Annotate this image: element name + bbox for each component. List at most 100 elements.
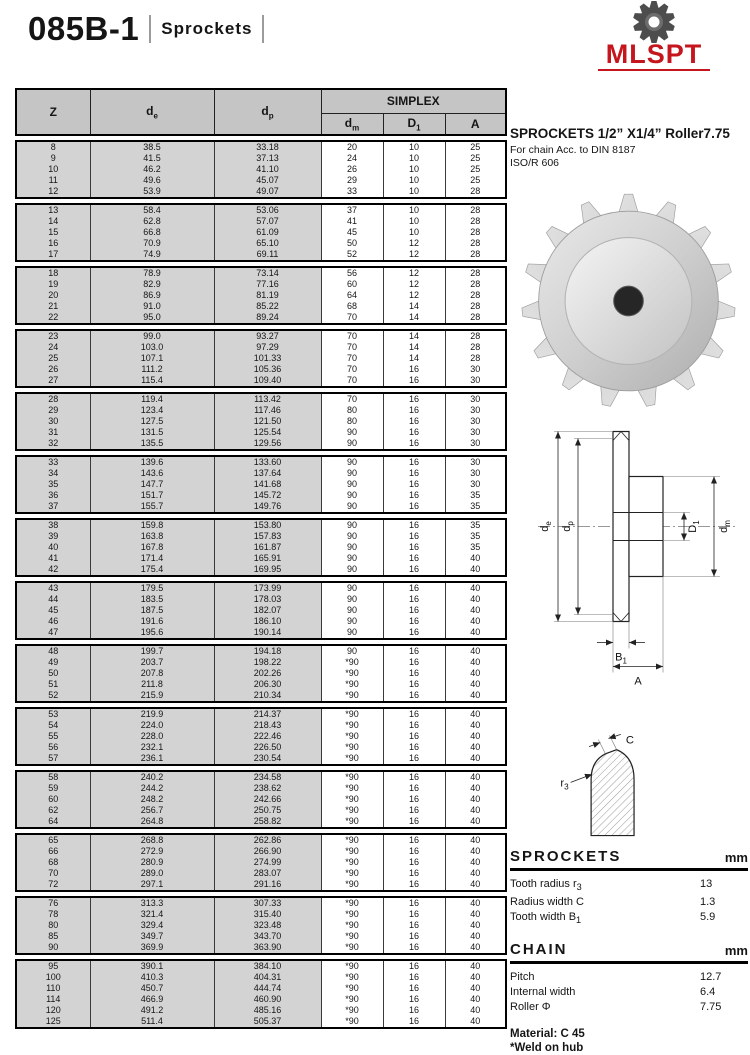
table-cell: 40: [445, 708, 506, 720]
table-cell: 234.58: [214, 771, 321, 783]
table-cell: 70: [16, 868, 90, 879]
table-cell: 16: [383, 479, 445, 490]
spec-value: 5.9: [700, 910, 748, 928]
col-header-dm: dm: [321, 113, 383, 135]
table-cell: 121.50: [214, 416, 321, 427]
table-cell: 10: [383, 227, 445, 238]
table-cell: 97.29: [214, 342, 321, 353]
table-cell: 40: [445, 960, 506, 972]
table-cell: 40: [445, 846, 506, 857]
table-cell: 41: [321, 216, 383, 227]
table-cell: 167.8: [90, 542, 214, 553]
table-cell: 16: [383, 720, 445, 731]
table-cell: 17: [16, 249, 90, 261]
table-cell: *90: [321, 868, 383, 879]
table-cell: 105.36: [214, 364, 321, 375]
table-cell: 214.37: [214, 708, 321, 720]
page-title: 085B-1 Sprockets: [28, 10, 264, 48]
table-cell: 93.27: [214, 330, 321, 342]
table-cell: 82.9: [90, 279, 214, 290]
table-cell: 40: [445, 794, 506, 805]
chain-spec-unit: mm: [725, 943, 748, 958]
table-cell: 26: [16, 364, 90, 375]
table-cell: 56: [321, 267, 383, 279]
table-cell: 410.3: [90, 972, 214, 983]
table-cell: 20: [16, 290, 90, 301]
table-cell: 10: [383, 175, 445, 186]
table-cell: 77.16: [214, 279, 321, 290]
table-cell: 30: [445, 393, 506, 405]
table-cell: 16: [383, 783, 445, 794]
table-cell: 199.7: [90, 645, 214, 657]
table-cell: *90: [321, 972, 383, 983]
table-cell: 65: [16, 834, 90, 846]
table-cell: 450.7: [90, 983, 214, 994]
table-cell: 14: [383, 330, 445, 342]
table-cell: 91.0: [90, 301, 214, 312]
table-cell: 16: [383, 416, 445, 427]
divider: [510, 961, 748, 964]
table-cell: 40: [445, 731, 506, 742]
chain-spec-header: CHAIN mm: [510, 941, 748, 958]
table-cell: 40: [445, 582, 506, 594]
table-cell: *90: [321, 942, 383, 954]
table-cell: *90: [321, 994, 383, 1005]
spec-label: Radius width C: [510, 895, 700, 910]
dim-label-dp: dp: [561, 521, 575, 532]
table-cell: 22: [16, 312, 90, 324]
table-cell: 12: [383, 249, 445, 261]
divider: [262, 15, 264, 43]
table-cell: 141.68: [214, 479, 321, 490]
table-cell: 90: [321, 542, 383, 553]
table-cell: 40: [445, 690, 506, 702]
table-cell: 505.37: [214, 1016, 321, 1028]
table-cell: 111.2: [90, 364, 214, 375]
table-cell: 16: [383, 564, 445, 576]
table-cell: 28: [445, 227, 506, 238]
dim-label-d1: D1: [687, 520, 701, 533]
table-cell: 25: [445, 164, 506, 175]
table-cell: 68: [321, 301, 383, 312]
table-cell: *90: [321, 909, 383, 920]
table-cell: 14: [383, 312, 445, 324]
table-cell: 32: [16, 438, 90, 450]
table-cell: 203.7: [90, 657, 214, 668]
table-cell: 262.86: [214, 834, 321, 846]
table-cell: 110: [16, 983, 90, 994]
table-cell: 40: [445, 783, 506, 794]
table-cell: 16: [383, 742, 445, 753]
table-cell: 31: [16, 427, 90, 438]
chain-standard-note: For chain Acc. to DIN 8187: [510, 144, 748, 157]
table-cell: 191.6: [90, 616, 214, 627]
table-cell: 90: [321, 501, 383, 513]
table-cell: 16: [383, 972, 445, 983]
iso-standard: ISO/R 606: [510, 157, 748, 170]
spec-value: 1.3: [700, 895, 748, 910]
table-cell: 230.54: [214, 753, 321, 765]
table-cell: 30: [445, 468, 506, 479]
table-cell: 232.1: [90, 742, 214, 753]
table-cell: 28: [445, 301, 506, 312]
table-cell: 16: [383, 468, 445, 479]
table-cell: 131.5: [90, 427, 214, 438]
table-cell: 11: [16, 175, 90, 186]
